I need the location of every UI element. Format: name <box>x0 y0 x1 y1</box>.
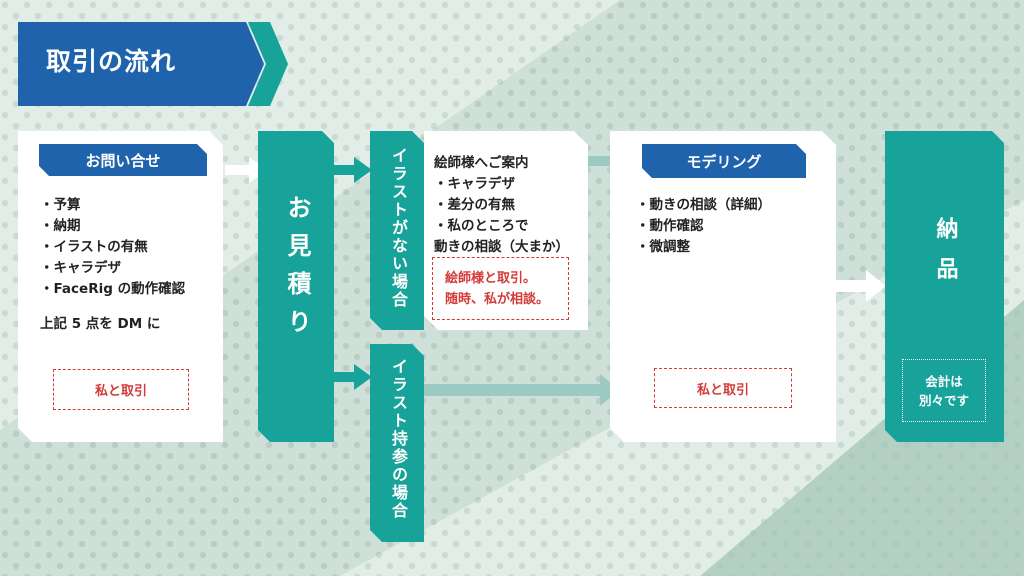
list-item: ・キャラデザ <box>434 176 515 192</box>
artist-deal-line: 随時、私が相談。 <box>445 291 550 307</box>
arrow-right-icon <box>225 157 267 183</box>
delivery-label-char: 納品 <box>932 217 958 297</box>
arrow-right-icon <box>424 374 620 406</box>
list-item: ・動作確認 <box>636 218 704 234</box>
list-item: ・差分の有無 <box>434 197 515 213</box>
estimate-block: お見積り <box>258 131 334 442</box>
inquiry-card: お問い合せ ・予算 ・納期 ・イラストの有無 ・キャラデザ ・FaceRig の… <box>18 131 223 442</box>
no-illustration-label: イラストがない場合 <box>389 147 408 309</box>
list-item: ・FaceRig の動作確認 <box>40 281 186 297</box>
modeling-header: モデリング <box>642 144 806 178</box>
separate-billing-note: 会計は 別々です <box>902 359 986 422</box>
list-item: ・私のところで <box>434 218 529 234</box>
arrow-right-icon <box>836 270 886 302</box>
with-illustration-label: イラスト持参の場合 <box>389 358 408 520</box>
title-banner-chevron <box>18 22 288 106</box>
delivery-label: 納品 <box>885 217 1004 314</box>
arrow-right-icon <box>334 157 372 183</box>
list-item: ・予算 <box>40 197 81 213</box>
billing-line: 会計は <box>925 373 963 389</box>
modeling-deal-box: 私と取引 <box>654 368 792 408</box>
billing-line: 別々です <box>918 392 969 408</box>
artist-deal-line: 絵師様と取引。 <box>445 270 537 286</box>
inquiry-header: お問い合せ <box>39 144 207 176</box>
no-illustration-label-block: イラストがない場合 <box>370 131 424 330</box>
no-illustration-heading: 絵師様へご案内 <box>434 155 529 171</box>
list-item: 動きの相談（大まか） <box>434 239 569 255</box>
page-title: 取引の流れ <box>46 47 177 76</box>
artist-deal-box: 絵師様と取引。 随時、私が相談。 <box>432 257 569 320</box>
inquiry-deal-box: 私と取引 <box>53 369 189 410</box>
list-item: ・キャラデザ <box>40 260 121 276</box>
list-item: ・動きの相談（詳細） <box>636 197 771 213</box>
modeling-list: ・動きの相談（詳細） ・動作確認 ・微調整 <box>636 195 771 258</box>
with-illustration-label-block: イラスト持参の場合 <box>370 344 424 542</box>
arrow-right-icon <box>334 364 372 390</box>
list-item: ・イラストの有無 <box>40 239 148 255</box>
inquiry-note: 上記 5 点を DM に <box>40 316 161 332</box>
no-illustration-card: 絵師様へご案内 ・キャラデザ ・差分の有無 ・私のところで 動きの相談（大まか）… <box>424 131 588 330</box>
list-item: ・微調整 <box>636 239 690 255</box>
list-item: ・納期 <box>40 218 81 234</box>
estimate-label: お見積り <box>283 195 311 347</box>
delivery-block: 納品 会計は 別々です <box>885 131 1004 442</box>
no-illustration-content: 絵師様へご案内 ・キャラデザ ・差分の有無 ・私のところで 動きの相談（大まか） <box>434 153 569 258</box>
inquiry-list: ・予算 ・納期 ・イラストの有無 ・キャラデザ ・FaceRig の動作確認 <box>40 195 185 300</box>
modeling-card: モデリング ・動きの相談（詳細） ・動作確認 ・微調整 私と取引 <box>610 131 836 442</box>
